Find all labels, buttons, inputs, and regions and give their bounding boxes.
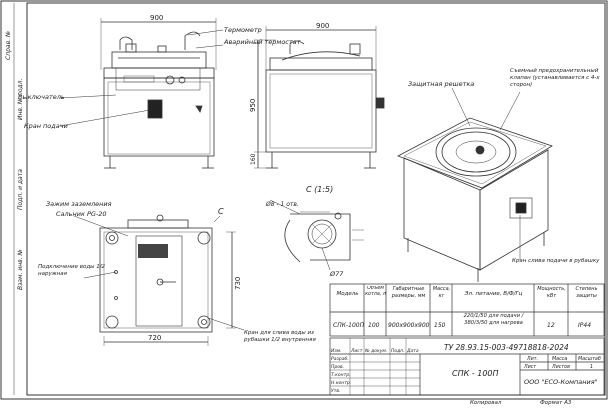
drawing-text-7: Кран для слива воды из рубашки 1/2 внутр… xyxy=(244,330,316,343)
title-block-right-headers: Лит. Масса Масштаб Лист Листов 1 xyxy=(523,356,601,370)
dim-plan-width: 720 xyxy=(148,334,161,342)
dim-side-width: 900 xyxy=(316,22,329,30)
detail-hole: Ø8 - 1 отв. xyxy=(265,201,299,208)
drawing-text-5: Кран слива подачи в рубашку xyxy=(512,258,600,264)
drawing-text-15: Т.контр. xyxy=(331,372,351,378)
spec-cell-power: 12 xyxy=(547,322,555,329)
spec-cell-model: СПК-100П xyxy=(333,322,365,329)
label-switch: Выключатель xyxy=(18,93,65,101)
spec-header-power-supply: Эл. питание, В/Ф/Гц xyxy=(464,291,523,297)
plan-view xyxy=(73,214,245,346)
drawing-text-13: Разраб. xyxy=(331,356,349,362)
label-gland: Сальник PG-20 xyxy=(56,210,107,218)
detail-diameter: Ø77 xyxy=(329,270,344,278)
drawing-text-8: Изм. xyxy=(331,348,342,354)
label-emergency-thermostat: Аварийный термостат xyxy=(223,38,301,46)
drawing-text-14: Пров. xyxy=(331,364,344,370)
label-drain-tap: Кран для слива воды из рубашки 1/2 внутр… xyxy=(244,330,316,343)
detail-c-title: С (1:5) xyxy=(306,185,333,194)
title-block xyxy=(329,337,605,396)
label-thermometer: Термометр xyxy=(224,26,262,34)
spec-table xyxy=(329,283,605,337)
spec-header-protection: Степень защиты xyxy=(575,286,598,299)
left-margin-stamps: Инв. № подл. Подп. и дата Взам. инв. № С… xyxy=(5,31,24,290)
drawing-text-20: Масштаб xyxy=(578,356,601,362)
drawing-text-18: Лит. xyxy=(526,356,538,362)
spec-header-model: Модель xyxy=(336,291,359,297)
spec-headers: Модель Объем котла, л Габаритные размеры… xyxy=(336,286,598,299)
label-supply-tap-side: Кран слива подачи в рубашку xyxy=(512,258,600,264)
isometric-view xyxy=(397,87,553,282)
footer-copy: Копировал xyxy=(470,400,502,406)
title-block-row-labels: Изм. Лист № докум. Подп. Дата xyxy=(331,348,419,354)
label-water-pipe: Подключение воды 1/2 наружная xyxy=(38,264,106,277)
drawing-text-6: Подключение воды 1/2 наружная xyxy=(38,264,106,277)
dim-side-height: 950 xyxy=(249,99,257,112)
drawing-text-3: Справ. № xyxy=(5,31,12,60)
drawing-text-23: 1 xyxy=(590,364,593,370)
doc-code: ТУ 28.93.15-003-49718818-2024 xyxy=(444,343,569,352)
spec-cell-volume: 100 xyxy=(368,322,380,329)
title-block-sign-labels: Разраб. Пров. Т.контр. Н.контр. Утв. xyxy=(331,356,351,394)
product-name: СПК - 100П xyxy=(452,369,499,378)
company-name: ООО "ЕСО-Компания" xyxy=(524,378,598,386)
drawing-text-10: № докум. xyxy=(364,348,387,354)
spec-header-volume: Объем котла, л xyxy=(365,286,386,297)
spec-header-size: Габаритные размеры, мм xyxy=(391,286,426,299)
label-safety-valve: Съемный предохранительный клапан (устана… xyxy=(510,68,600,88)
spec-cell-power-supply: 220/1/50 для подачи / 380/3/50 для нагре… xyxy=(463,313,524,326)
label-grounding: Зажим заземления xyxy=(46,200,112,208)
drawing-text-12: Дата xyxy=(406,348,419,354)
spec-cell-mass: 150 xyxy=(434,322,446,329)
drawing-text-1: Подп. и дата xyxy=(17,169,24,210)
drawing-text-16: Н.контр. xyxy=(331,380,351,386)
detail-mark-c: С xyxy=(218,207,224,216)
dim-front-width: 900 xyxy=(150,14,163,22)
footer-format: Формат А3 xyxy=(540,400,572,406)
drawing-text-19: Масса xyxy=(552,356,567,362)
spec-cell-size: 900х900х900 xyxy=(388,322,430,329)
drawing-text-4: Съемный предохранительный клапан (устана… xyxy=(510,68,600,88)
spec-row: СПК-100П 100 900х900х900 150 220/1/50 дл… xyxy=(333,313,591,329)
side-view: 900 xyxy=(254,22,385,169)
label-protective-grille: Защитная решетка xyxy=(408,80,474,88)
drawing-text-9: Лист xyxy=(350,348,363,354)
drawing-text-21: Лист xyxy=(523,364,536,370)
sheet-inner-frame xyxy=(26,2,606,396)
label-supply-valve: Кран подачи xyxy=(24,122,68,130)
dim-side-bottom: 160 xyxy=(250,153,257,165)
spec-cell-protection: IP44 xyxy=(578,322,591,329)
drawing-text-22: Листов xyxy=(551,364,570,370)
drawing-text-2: Взам. инв. № xyxy=(17,249,24,290)
drawing-text-11: Подп. xyxy=(391,348,405,354)
detail-c-view xyxy=(269,199,364,271)
drawing-text-0: Инв. № подл. xyxy=(17,79,24,120)
dim-plan-height: 730 xyxy=(234,277,242,290)
spec-header-power: Мощность, кВт xyxy=(537,286,566,299)
front-view: 900 xyxy=(59,14,224,169)
spec-header-mass: Масса, кг xyxy=(432,286,451,299)
drawing-text-17: Утв. xyxy=(331,388,340,394)
